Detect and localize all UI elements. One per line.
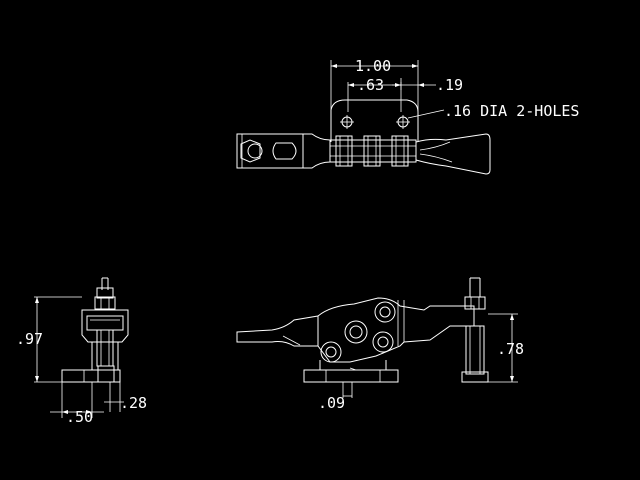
dim-end-base-width: .50 <box>66 408 93 426</box>
end-view <box>34 277 129 418</box>
dim-spindle-height: .78 <box>497 340 524 358</box>
dim-end-height: .97 <box>16 330 43 348</box>
side-view <box>236 277 518 398</box>
dim-hole-offset: .19 <box>436 76 463 94</box>
dim-side-base-offset: .09 <box>318 394 345 412</box>
dim-hole-spacing: .63 <box>357 76 384 94</box>
hole-callout: .16 DIA 2-HOLES <box>444 102 579 120</box>
dim-end-base-offset: .28 <box>120 394 147 412</box>
top-view <box>236 60 491 175</box>
dim-overall-length: 1.00 <box>355 57 391 75</box>
